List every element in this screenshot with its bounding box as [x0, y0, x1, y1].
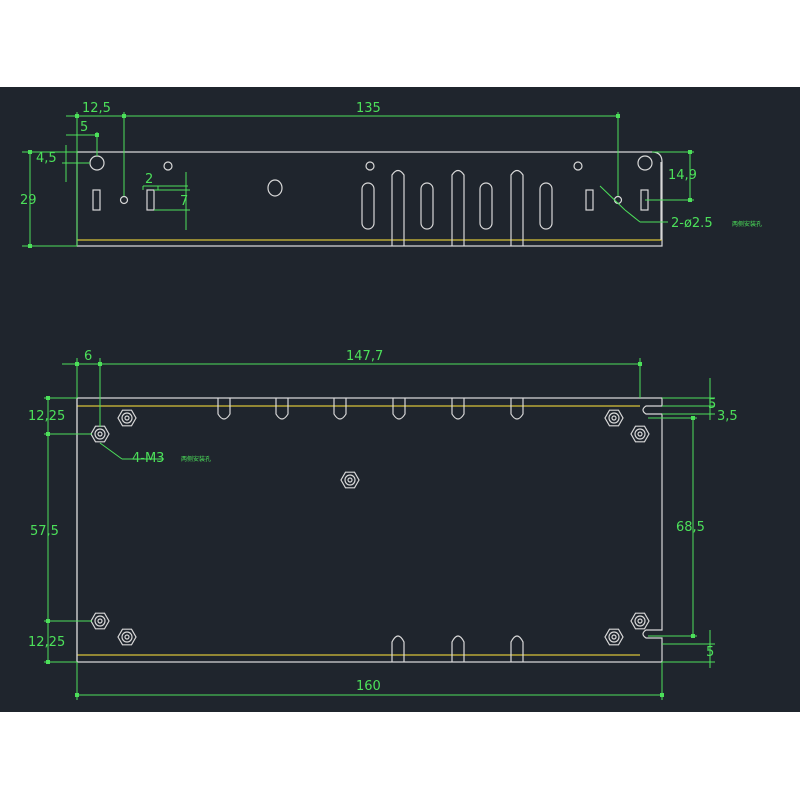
dim-57-5: 57,5	[30, 524, 59, 539]
screw-bottom-left	[90, 612, 110, 630]
top-view: 6 147,7 12,25 57,5 12,25 5 3,5 68,5 5 16…	[28, 349, 738, 700]
dim-160: 160	[356, 679, 381, 694]
dim-6: 6	[84, 349, 92, 364]
dim-2: 2	[145, 172, 153, 187]
screw-top-left	[90, 425, 110, 443]
dim-14-9: 14,9	[668, 168, 697, 183]
side-vent-2	[420, 182, 434, 230]
screws-label: 4-M3	[132, 451, 164, 466]
side-mount-hole-left	[89, 155, 105, 171]
screw-center	[340, 471, 360, 489]
top-dimension-ticks	[46, 362, 695, 697]
side-vent-tall-1	[391, 169, 405, 246]
holes-label-cn: 两侧安装孔	[732, 220, 762, 228]
top-view-outline	[76, 397, 663, 663]
side-vent-tall-2	[451, 169, 465, 246]
cad-drawing-canvas: 12,5 135 5 4,5 29 2 7 14,9 2-ø2.5 两侧安装孔	[0, 87, 800, 712]
dim-12-25-bottom: 12,25	[28, 635, 65, 650]
dim-12-5: 12,5	[82, 101, 111, 116]
dim-135: 135	[356, 101, 381, 116]
screw-bottom-right	[630, 612, 650, 630]
side-vent-tall-3	[510, 169, 524, 246]
dim-5-right-bottom: 5	[706, 645, 714, 660]
side-slot-3	[585, 189, 594, 211]
side-mount-hole-right	[637, 155, 653, 171]
screws-label-cn: 两侧安装孔	[181, 455, 211, 463]
screw-top-right-outer	[604, 409, 624, 427]
side-vent-4	[539, 182, 553, 230]
cad-drawing: 12,5 135 5 4,5 29 2 7 14,9 2-ø2.5 两侧安装孔	[20, 101, 762, 700]
side-slot-1	[92, 189, 101, 211]
side-vent-3	[479, 182, 493, 230]
dim-4-5: 4,5	[36, 151, 57, 166]
dim-5-right-top: 5	[708, 397, 716, 412]
side-dimension-lines	[22, 112, 694, 247]
holes-label: 2-ø2.5	[671, 216, 713, 231]
screw-bottom-right-outer	[604, 628, 624, 646]
side-dimension-ticks	[28, 114, 692, 248]
dim-147-7: 147,7	[346, 349, 383, 364]
screw-symbols	[90, 409, 650, 646]
dim-29: 29	[20, 193, 37, 208]
side-slot-2	[146, 189, 155, 211]
dim-5-top: 5	[80, 120, 88, 135]
side-small-hole-left	[119, 195, 129, 205]
side-small-hole-right	[613, 195, 623, 205]
screw-top-left-outer	[117, 409, 137, 427]
dim-12-25-top: 12,25	[28, 409, 65, 424]
screw-top-right	[630, 425, 650, 443]
top-dimension-lines	[44, 358, 715, 700]
side-round-hole	[267, 179, 283, 197]
side-vent-1	[361, 182, 375, 230]
dim-68-5: 68,5	[676, 520, 705, 535]
screw-bottom-left-outer	[117, 628, 137, 646]
side-view: 12,5 135 5 4,5 29 2 7 14,9 2-ø2.5 两侧安装孔	[20, 101, 762, 248]
dim-7: 7	[180, 194, 188, 209]
dim-3-5: 3,5	[717, 409, 738, 424]
